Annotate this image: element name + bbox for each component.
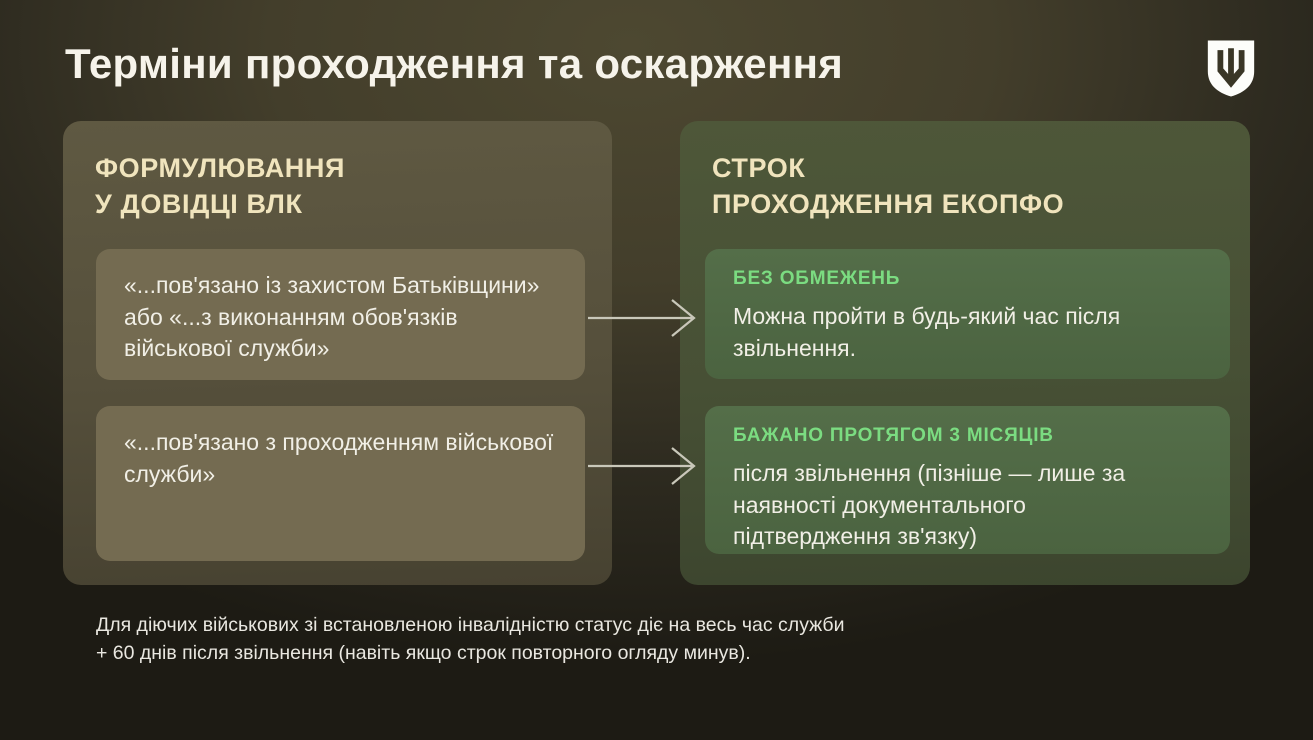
arrow-right-icon <box>588 299 696 337</box>
arrow-right-icon <box>588 447 696 485</box>
term-text: після звільнення (пізніше — лише за наяв… <box>733 460 1126 550</box>
ekopfo-term-card-unlimited: БЕЗ ОБМЕЖЕНЬ Можна пройти в будь-який ча… <box>705 249 1230 379</box>
footnote-line2: + 60 днів після звільнення (навіть якщо … <box>96 642 751 665</box>
vlk-wording-card-defense: «...пов'язано із захистом Батьківщини» а… <box>96 249 585 380</box>
ekopfo-term-card-3-months: БАЖАНО ПРОТЯГОМ 3 МІСЯЦІВ після звільнен… <box>705 406 1230 554</box>
vlk-wording-panel: ФОРМУЛЮВАННЯ У ДОВІДЦІ ВЛК «...пов'язано… <box>63 121 612 585</box>
vlk-wording-text: «...пов'язано з проходженням військової … <box>124 429 554 487</box>
ekopfo-panel-heading: СТРОК ПРОХОДЖЕННЯ ЕКОПФО <box>712 151 1218 222</box>
footnote-line1: Для діючих військових зі встановленою ін… <box>96 614 845 636</box>
vlk-panel-heading: ФОРМУЛЮВАННЯ У ДОВІДЦІ ВЛК <box>95 151 580 222</box>
slide-title: Терміни проходження та оскарження <box>65 40 844 87</box>
term-badge-unlimited: БЕЗ ОБМЕЖЕНЬ <box>733 268 901 289</box>
ekopfo-term-panel: СТРОК ПРОХОДЖЕННЯ ЕКОПФО БЕЗ ОБМЕЖЕНЬ Мо… <box>680 121 1250 585</box>
vlk-wording-card-service: «...пов'язано з проходженням військової … <box>96 406 585 561</box>
trident-shield-icon <box>1203 37 1259 100</box>
ekopfo-panel-heading-line2: ПРОХОДЖЕННЯ ЕКОПФО <box>712 188 1065 219</box>
footnote: Для діючих військових зі встановленою ін… <box>96 611 844 668</box>
term-badge-3-months: БАЖАНО ПРОТЯГОМ 3 МІСЯЦІВ <box>733 425 1054 446</box>
ekopfo-panel-heading-line1: СТРОК <box>712 153 806 183</box>
term-text: Можна пройти в будь-який час після звіль… <box>733 303 1121 361</box>
vlk-panel-heading-line1: ФОРМУЛЮВАННЯ <box>95 153 346 183</box>
vlk-panel-heading-line2: У ДОВІДЦІ ВЛК <box>95 188 303 219</box>
vlk-wording-text: «...пов'язано із захистом Батьківщини» а… <box>124 272 540 362</box>
